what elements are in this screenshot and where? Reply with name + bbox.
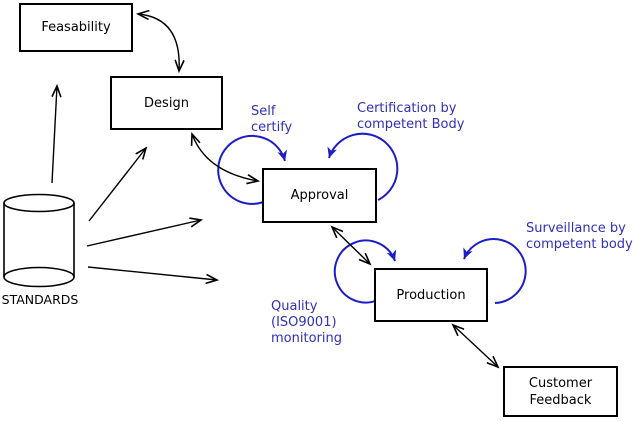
box-production: Production <box>374 268 488 322</box>
box-design: Design <box>110 76 223 130</box>
standards-cylinder <box>3 193 75 288</box>
box-feasability: Feasability <box>19 3 133 52</box>
annotation-surveillance-by-competent-body: Surveillance by competent body <box>526 221 633 252</box>
box-customer-feedback: Customer Feedback <box>503 366 618 417</box>
loop-certification-competent-body <box>327 132 399 201</box>
standards-label: STANDARDS <box>1 292 79 307</box>
arrow-approval-production <box>332 227 370 264</box>
arrow-standards-to-feasability <box>51 86 57 184</box>
annotation-certification-by-competent-body: Certification by competent Body <box>357 101 465 132</box>
arrow-standards-to-approval <box>86 220 201 247</box>
arrow-standards-to-production <box>87 266 217 280</box>
arrow-production-customer-feedback <box>453 325 498 367</box>
loop-surveillance-competent-body <box>463 238 527 304</box>
box-feasability-label: Feasability <box>41 20 111 35</box>
box-approval: Approval <box>262 168 377 223</box>
box-production-label: Production <box>396 287 466 303</box>
box-design-label: Design <box>144 95 189 111</box>
box-approval-label: Approval <box>290 188 349 203</box>
annotation-self-certify: Self certify <box>251 104 293 135</box>
arrow-design-approval <box>192 134 258 181</box>
annotation-quality-iso9001-monitoring: Quality (ISO9001) monitoring <box>271 299 342 346</box>
box-customer-feedback-label: Customer Feedback <box>528 375 593 408</box>
arrow-feasability-design <box>138 14 179 71</box>
arrow-standards-to-design <box>88 148 146 222</box>
